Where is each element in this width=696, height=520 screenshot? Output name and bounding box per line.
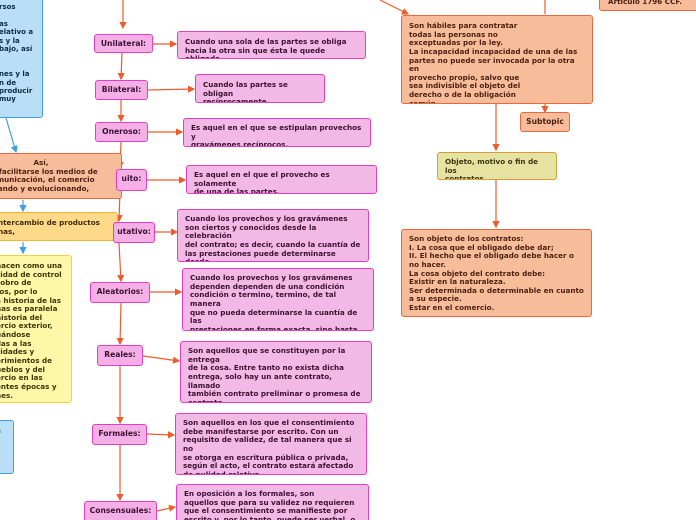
desc-formales[interactable]: Son aquellos en los que el consentimient… — [175, 413, 367, 475]
branch-reales — [142, 355, 181, 364]
desc-conmutativo[interactable]: Cuando los provechos y los gravámenes so… — [177, 209, 369, 262]
line-blue-to-salmon — [5, 117, 18, 154]
objeto-title-node[interactable]: Objeto, motivo o fin de los contratos. — [437, 152, 557, 180]
branch-bilateral — [147, 85, 196, 93]
capacity-node[interactable]: Son hábiles para contratar todas las per… — [401, 15, 593, 104]
label-unilateral[interactable]: Unilateral: — [94, 34, 153, 53]
left-salmon-node[interactable]: Así, e y facilitarse los medios de comun… — [0, 153, 122, 199]
label-consensuales[interactable]: Consensuales: — [84, 501, 157, 520]
desc-aleatorios[interactable]: Cuando los provechos y los gravámenes de… — [182, 268, 374, 331]
desc-reales[interactable]: Son aquellos que se constituyen por la e… — [180, 341, 372, 403]
label-reales[interactable]: Reales: — [97, 345, 143, 366]
spine-unilateral-bilateral — [117, 52, 125, 81]
left-gold-node[interactable]: ntercambio de productos nas, — [0, 212, 118, 241]
label-formales[interactable]: Formales: — [92, 424, 147, 445]
label-conmutativo[interactable]: utativo: — [113, 222, 155, 243]
left-bottom-node[interactable]: a — [0, 420, 14, 474]
objeto-desc-node[interactable]: Son objeto de los contratos: I. La cosa … — [401, 229, 592, 317]
desc-bilateral[interactable]: Cuando las partes se obligan recíprocame… — [195, 74, 325, 103]
left-intro-node[interactable]: rsos as elativo a s y la bajo, así nes y… — [0, 0, 43, 118]
spine-aleatorio-reales — [116, 302, 124, 346]
desc-gratuito[interactable]: Es aquel en el que el provecho es solame… — [186, 165, 377, 194]
label-oneroso[interactable]: Oneroso: — [95, 122, 148, 142]
branch-formales — [146, 431, 176, 439]
line-top-to-capacity — [379, 0, 410, 15]
desc-oneroso[interactable]: Es aquel en el que se estipulan provecho… — [183, 118, 371, 147]
spine-conmutativo-aleatorio — [117, 242, 125, 283]
article-node[interactable]: Artículo 1796 CCF. — [599, 0, 696, 11]
desc-consensuales[interactable]: En oposición a los formales, son aquello… — [176, 484, 369, 520]
label-aleatorios[interactable]: Aleatorios: — [90, 282, 150, 303]
label-gratuito[interactable]: uito: — [116, 169, 147, 191]
label-bilateral[interactable]: Bilateral: — [95, 80, 148, 100]
branch-consensuales — [156, 504, 177, 512]
desc-unilateral[interactable]: Cuando una sola de las partes se obliga … — [177, 31, 366, 59]
subtopic-node[interactable]: Subtopic — [520, 112, 570, 132]
